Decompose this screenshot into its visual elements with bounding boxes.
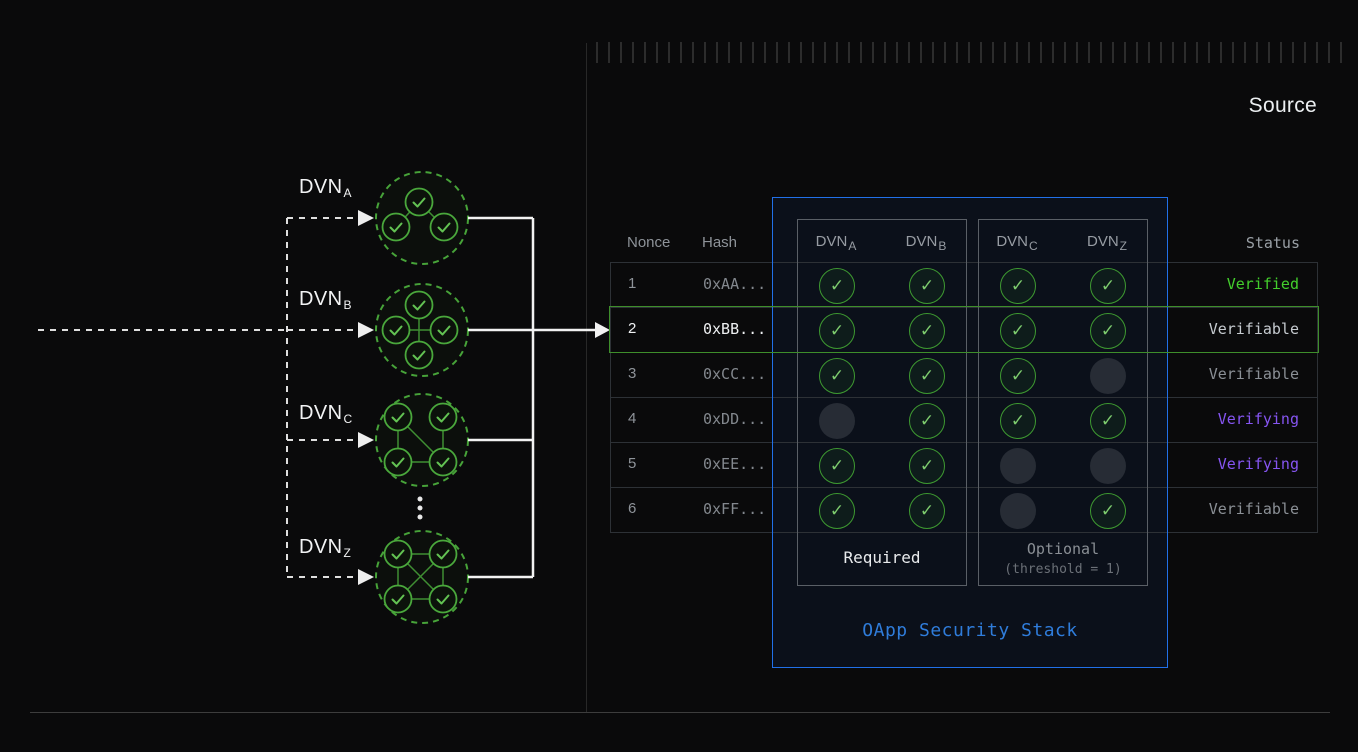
dvn-b-check-icon: [909, 268, 945, 304]
dvn-c-label: DVNC: [299, 402, 353, 426]
nonce-cell: 2: [628, 320, 637, 337]
dvn-b-cluster-icon: [375, 283, 469, 377]
status-column-header: Status: [1245, 234, 1300, 252]
bottom-divider: [30, 712, 1330, 713]
hash-cell: 0xDD...: [703, 410, 767, 428]
dvn-z-check-icon: [1090, 313, 1126, 349]
vertical-divider: [586, 43, 587, 712]
hash-cell: 0xFF...: [703, 500, 767, 518]
hash-cell: 0xEE...: [703, 455, 767, 473]
dvn-b-check-icon: [909, 448, 945, 484]
dvn-a-check-icon: [819, 448, 855, 484]
table-row: 2 0xBB... Verifiable: [610, 307, 1318, 353]
dashed-message-path-lines: [38, 217, 358, 578]
dvn-c-check-icon: [1000, 358, 1036, 394]
required-group-label: Required: [843, 548, 921, 567]
hash-cell: 0xCC...: [703, 365, 767, 383]
dvn-a-check-icon: [819, 313, 855, 349]
hash-cell: 0xAA...: [703, 275, 767, 293]
dvn-a-label: DVNA: [299, 176, 352, 200]
dvn-a-check-icon: [819, 268, 855, 304]
dvn-c-check-icon: [1000, 268, 1036, 304]
dvn-a-check-icon: [819, 493, 855, 529]
status-cell: Verifiable: [1208, 320, 1299, 338]
dvn-z-check-icon: [1090, 493, 1126, 529]
dvn-c-check-icon: [1000, 493, 1036, 529]
dvn-a-cluster-icon: [375, 171, 469, 265]
dvn-a-column-header: DVNA: [815, 233, 857, 253]
nonce-cell: 1: [628, 275, 637, 292]
merge-connector-lines: [468, 216, 596, 579]
source-chain-label: Source: [1248, 94, 1317, 117]
dvn-c-column-header: DVNC: [996, 233, 1038, 253]
dvn-z-check-icon: [1090, 358, 1126, 394]
nonce-cell: 4: [628, 410, 637, 427]
dvn-b-check-icon: [909, 358, 945, 394]
ellipsis-icon: [417, 496, 423, 520]
nonce-cell: 5: [628, 455, 637, 472]
hash-column-header: Hash: [702, 234, 738, 251]
status-cell: Verifiable: [1208, 365, 1299, 383]
dvn-c-check-icon: [1000, 313, 1036, 349]
dvn-z-cluster-icon: [375, 530, 469, 624]
dvn-b-column-header: DVNB: [905, 233, 947, 253]
dvn-b-check-icon: [909, 313, 945, 349]
dvn-z-check-icon: [1090, 403, 1126, 439]
status-cell: Verifying: [1217, 455, 1299, 473]
dvn-c-check-icon: [1000, 403, 1036, 439]
dvn-b-check-icon: [909, 403, 945, 439]
status-cell: Verified: [1226, 275, 1299, 293]
dvn-c-check-icon: [1000, 448, 1036, 484]
table-arrowhead-icon: [595, 322, 610, 338]
dvn-z-check-icon: [1090, 448, 1126, 484]
table-row: 6 0xFF... Verifiable: [610, 487, 1318, 533]
dvn-z-check-icon: [1090, 268, 1126, 304]
dvn-b-check-icon: [909, 493, 945, 529]
dvn-z-column-header: DVNZ: [1086, 233, 1127, 253]
hash-cell: 0xBB...: [703, 320, 767, 338]
table-row: 1 0xAA... Verified: [610, 262, 1318, 308]
table-row: 5 0xEE... Verifying: [610, 442, 1318, 488]
dvn-a-check-icon: [819, 358, 855, 394]
security-stack-title: OApp Security Stack: [862, 620, 1078, 641]
dvn-a-check-icon: [819, 403, 855, 439]
nonce-cell: 6: [628, 500, 637, 517]
dashed-arrowhead-icons: [358, 210, 374, 585]
status-cell: Verifying: [1217, 410, 1299, 428]
optional-threshold-label: (threshold = 1): [1004, 562, 1122, 577]
optional-group-label: Optional: [1026, 540, 1100, 558]
nonce-column-header: Nonce: [627, 234, 671, 251]
nonce-cell: 3: [628, 365, 637, 382]
required-dvn-group-box: [797, 219, 967, 586]
dvn-z-label: DVNZ: [299, 536, 352, 560]
dvn-b-label: DVNB: [299, 288, 352, 312]
dvn-c-cluster-icon: [375, 393, 469, 487]
optional-dvn-group-box: [978, 219, 1148, 586]
film-strip-ticks: [596, 42, 1352, 63]
status-cell: Verifiable: [1208, 500, 1299, 518]
